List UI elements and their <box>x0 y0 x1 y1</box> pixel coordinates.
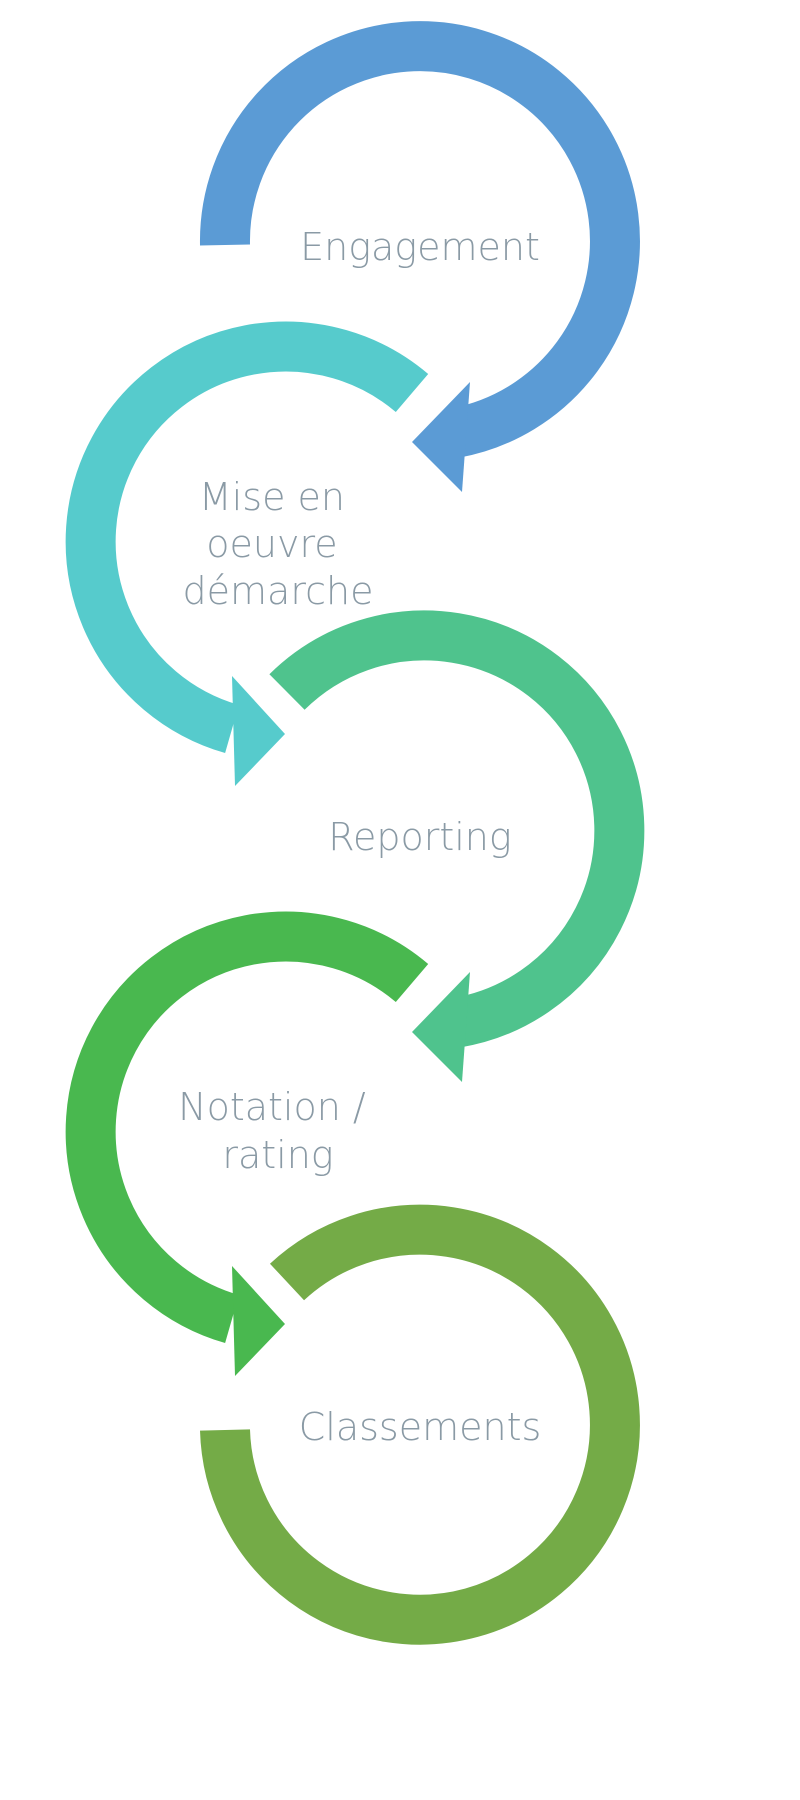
mise-en-oeuvre-label-line-3: démarche <box>183 569 374 613</box>
classements-arc <box>200 1204 640 1645</box>
notation-rating-label-line-2: rating <box>222 1133 333 1177</box>
engagement-arc <box>199 21 640 458</box>
mise-en-oeuvre-arrowhead <box>232 676 285 786</box>
mise-en-oeuvre-arc <box>65 321 429 754</box>
classements-label: Classements <box>299 1405 542 1449</box>
notation-rating-label: Notation / rating <box>178 1085 378 1177</box>
notation-rating-arrowhead <box>232 1266 285 1376</box>
engagement-arrowhead <box>412 382 470 492</box>
mise-en-oeuvre-label-line-1: Mise en <box>199 475 345 519</box>
reporting-label-line-1: Reporting <box>328 815 511 859</box>
step-reporting: Reporting <box>269 610 645 1082</box>
notation-rating-label-line-1: Notation / <box>178 1085 366 1129</box>
step-classements: Classements <box>200 1204 640 1645</box>
step-notation-rating: Notation / rating <box>65 911 429 1376</box>
step-mise-en-oeuvre: Mise en oeuvre démarche <box>65 321 429 786</box>
engagement-label-line-1: Engagement <box>300 225 540 269</box>
notation-rating-arc <box>65 911 429 1344</box>
classements-label-line-1: Classements <box>299 1405 542 1449</box>
step-engagement: Engagement <box>199 21 640 492</box>
engagement-label: Engagement <box>300 225 540 269</box>
reporting-arc <box>269 610 645 1048</box>
mise-en-oeuvre-label-line-2: oeuvre <box>206 522 337 566</box>
reporting-label: Reporting <box>328 815 511 859</box>
mise-en-oeuvre-label: Mise en oeuvre démarche <box>183 475 374 613</box>
reporting-arrowhead <box>412 972 470 1082</box>
